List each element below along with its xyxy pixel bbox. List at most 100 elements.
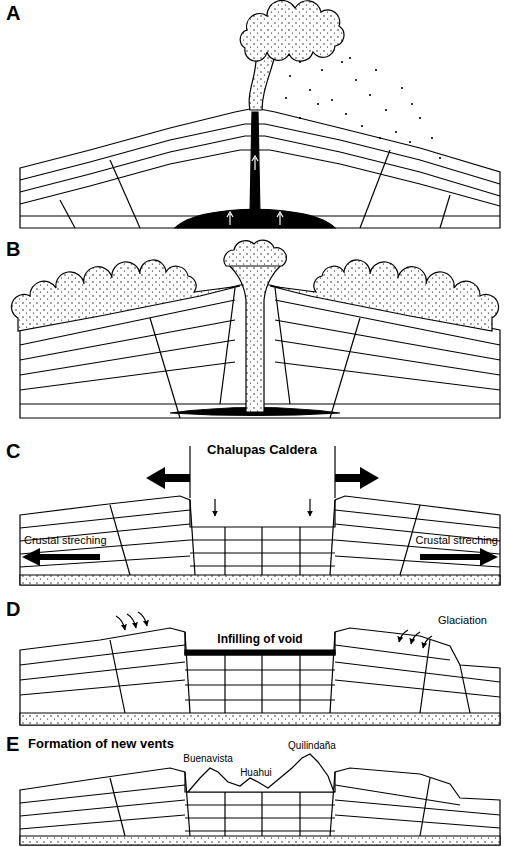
emptied-chamber xyxy=(20,575,500,585)
caldera-infill xyxy=(185,650,335,655)
ring-fault xyxy=(330,500,335,575)
ring-fault xyxy=(185,632,190,713)
caldera-block xyxy=(20,496,500,585)
process-label: Crustal streching xyxy=(415,534,498,546)
fault-line xyxy=(330,318,360,418)
ash-particle xyxy=(289,75,291,77)
caldera-name: Chalupas Caldera xyxy=(207,443,317,457)
stratum-line xyxy=(20,340,235,375)
ash-particle xyxy=(331,99,333,101)
emptied-chamber xyxy=(20,713,500,725)
fault-line xyxy=(299,792,300,836)
panel-b xyxy=(11,240,500,418)
fault-line xyxy=(440,195,450,228)
ring-fault xyxy=(185,772,190,836)
stretching-arrow xyxy=(22,548,100,566)
fault-line xyxy=(110,640,125,713)
ash-particle xyxy=(409,141,411,143)
fault-line xyxy=(299,655,300,713)
pyroclastic-flow xyxy=(11,260,240,331)
fault-line xyxy=(110,160,140,228)
panel-e xyxy=(20,754,500,845)
ring-fault xyxy=(190,500,195,575)
stratum-line xyxy=(185,699,335,700)
fault-line xyxy=(110,778,125,836)
fault-line xyxy=(299,527,300,575)
magma-arrow xyxy=(277,212,283,225)
panel-letter: B xyxy=(6,238,20,260)
glacial-arrow xyxy=(411,632,420,644)
stratum-line xyxy=(335,680,500,697)
caldera-block xyxy=(20,768,500,845)
ash-particle xyxy=(341,61,343,63)
fault-line xyxy=(224,655,225,713)
caldera-bracket xyxy=(189,446,190,498)
panel-letter: E xyxy=(6,733,19,755)
stratum-line xyxy=(335,815,500,828)
process-label: Glaciation xyxy=(438,614,487,626)
ash-particle xyxy=(345,113,347,115)
volcanic-conduit xyxy=(250,112,260,215)
caldera-arrow xyxy=(146,467,190,489)
panel-c xyxy=(20,446,500,585)
ash-particle xyxy=(321,69,323,71)
stratum-line xyxy=(20,815,185,829)
panel-letter: A xyxy=(6,2,20,24)
ash-particle xyxy=(439,157,441,159)
ash-particle xyxy=(385,109,387,111)
fault-line xyxy=(150,318,180,418)
fault-line xyxy=(60,200,75,228)
fault-line xyxy=(261,792,262,836)
ash-particle xyxy=(299,61,301,63)
ash-particle xyxy=(375,69,377,71)
volcano-block xyxy=(20,108,500,228)
extension-arrows xyxy=(22,467,498,566)
fault-line xyxy=(261,655,262,713)
glacial-arrow xyxy=(116,616,125,630)
stratum-line xyxy=(335,645,450,660)
magma-arrow xyxy=(252,156,258,170)
ring-fault xyxy=(330,632,335,713)
stratum-line xyxy=(335,662,500,682)
caldera-arrow xyxy=(335,467,379,489)
stratum-line xyxy=(185,804,335,805)
ash-particle xyxy=(395,131,397,133)
ash-cloud xyxy=(240,0,344,61)
stretching-arrow xyxy=(420,548,498,566)
fault-line xyxy=(261,527,262,575)
ash-particle xyxy=(349,57,351,59)
ash-particle xyxy=(419,117,421,119)
stratum-line xyxy=(20,680,185,695)
glacial-arrow xyxy=(399,630,408,642)
panel-d xyxy=(20,612,500,725)
stratum-line xyxy=(20,662,185,680)
fault-line xyxy=(224,527,225,575)
fault-line xyxy=(460,665,470,713)
stratum-line xyxy=(335,800,500,815)
vent-name: Huahui xyxy=(240,767,272,778)
ash-particle xyxy=(285,97,287,99)
fault-line xyxy=(275,288,290,404)
fault-line xyxy=(420,640,430,713)
caldera-block xyxy=(20,628,500,725)
fault-line xyxy=(224,792,225,836)
fault-line xyxy=(220,288,235,404)
subsidence-arrow xyxy=(214,499,215,516)
stratum-line xyxy=(20,320,235,360)
panel-letter: D xyxy=(6,598,20,620)
glacial-arrow xyxy=(138,612,147,626)
fault-line xyxy=(360,150,390,228)
subsidence-arrow xyxy=(309,499,310,516)
stratum-line xyxy=(275,340,500,375)
ash-particle xyxy=(431,137,433,139)
ash-particle xyxy=(355,79,357,81)
stratum-line xyxy=(20,510,190,528)
process-label: Infilling of void xyxy=(217,633,302,646)
fault-line xyxy=(420,778,430,836)
stratum-line xyxy=(185,684,335,685)
panel-letter: C xyxy=(6,440,20,462)
ash-particle xyxy=(299,117,301,119)
